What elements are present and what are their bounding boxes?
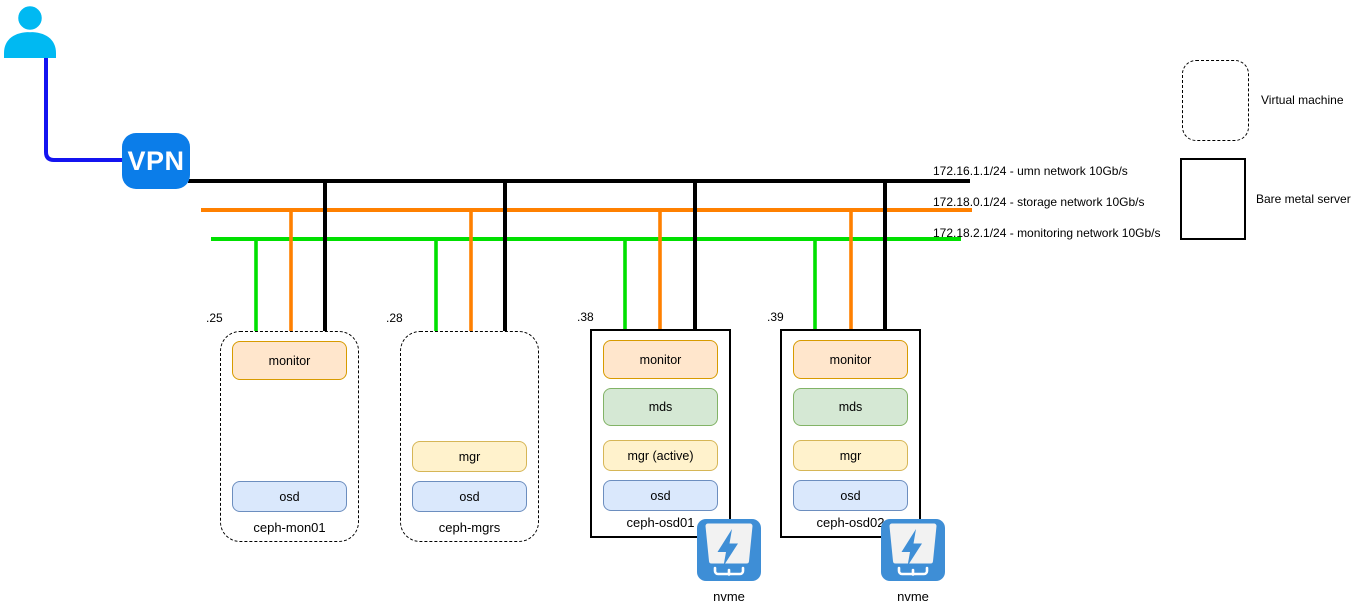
service-label: osd	[650, 488, 671, 503]
service-pill-mgr: mgr	[412, 441, 527, 472]
lightning-icon	[901, 529, 922, 566]
service-label: monitor	[268, 353, 311, 368]
service-label: mgr	[839, 448, 862, 463]
service-label: monitor	[639, 352, 682, 367]
user-icon	[4, 4, 56, 58]
service-label: mgr	[458, 449, 481, 464]
user-head	[15, 4, 45, 33]
service-label: osd	[459, 489, 480, 504]
node-name: ceph-mon01	[253, 520, 326, 535]
service-label: mds	[838, 400, 863, 414]
node-name: ceph-osd02	[816, 515, 885, 530]
service-pill-osd: osd	[232, 481, 347, 512]
vpn-node: VPN	[122, 133, 190, 189]
node-box-ceph-osd02: monitor mds mgr osd ceph-osd02	[780, 329, 921, 538]
network-label-monitoring: 172.18.2.1/24 - monitoring network 10Gb/…	[933, 226, 1161, 240]
service-label: mds	[648, 400, 673, 414]
service-pill-monitor: monitor	[793, 340, 908, 379]
service-label: osd	[279, 489, 300, 504]
nvme-handle	[897, 566, 929, 576]
nvme-handle	[713, 566, 745, 576]
service-pill-mgr-active: mgr (active)	[603, 440, 718, 471]
legend-bare-metal-box	[1180, 158, 1246, 240]
service-pill-mgr: mgr	[793, 440, 908, 471]
node-box-ceph-mon01: monitor osd ceph-mon01	[220, 331, 359, 542]
service-pill-monitor: monitor	[603, 340, 718, 379]
service-label: osd	[840, 488, 861, 503]
service-pill-mds: mds	[793, 388, 908, 426]
service-label: mgr (active)	[627, 448, 694, 463]
nvme-icon	[697, 519, 761, 581]
nvme-drive-osd01: nvme	[696, 517, 762, 604]
node-ip-label: .28	[386, 311, 403, 325]
network-label-storage: 172.18.0.1/24 - storage network 10Gb/s	[933, 195, 1145, 209]
service-pill-mds: mds	[603, 388, 718, 426]
service-label: monitor	[829, 352, 872, 367]
node-ip-label: .25	[206, 311, 223, 325]
legend-virtual-machine-box	[1182, 60, 1249, 141]
network-label-umn: 172.16.1.1/24 - umn network 10Gb/s	[933, 164, 1128, 178]
link-user-vpn	[44, 48, 122, 162]
nvme-label: nvme	[713, 589, 745, 604]
lightning-icon	[717, 529, 738, 566]
node-name: ceph-mgrs	[438, 520, 501, 535]
nvme-icon	[881, 519, 945, 581]
user-body	[4, 32, 56, 58]
service-pill-osd: osd	[603, 480, 718, 511]
nvme-drive-osd02: nvme	[880, 517, 946, 604]
node-box-ceph-mgrs: mgr osd ceph-mgrs	[400, 331, 539, 542]
node-ip-label: .39	[767, 310, 784, 324]
legend-virtual-machine-label: Virtual machine	[1261, 93, 1344, 107]
node-name: ceph-osd01	[626, 515, 695, 530]
vpn-label: VPN	[127, 145, 185, 176]
service-pill-osd: osd	[793, 480, 908, 511]
node-ip-label: .38	[577, 310, 594, 324]
service-pill-monitor: monitor	[232, 341, 347, 380]
service-pill-osd: osd	[412, 481, 527, 512]
nvme-label: nvme	[897, 589, 929, 604]
node-box-ceph-osd01: monitor mds mgr (active) osd ceph-osd01	[590, 329, 731, 538]
legend-bare-metal-label: Bare metal server	[1256, 192, 1351, 206]
